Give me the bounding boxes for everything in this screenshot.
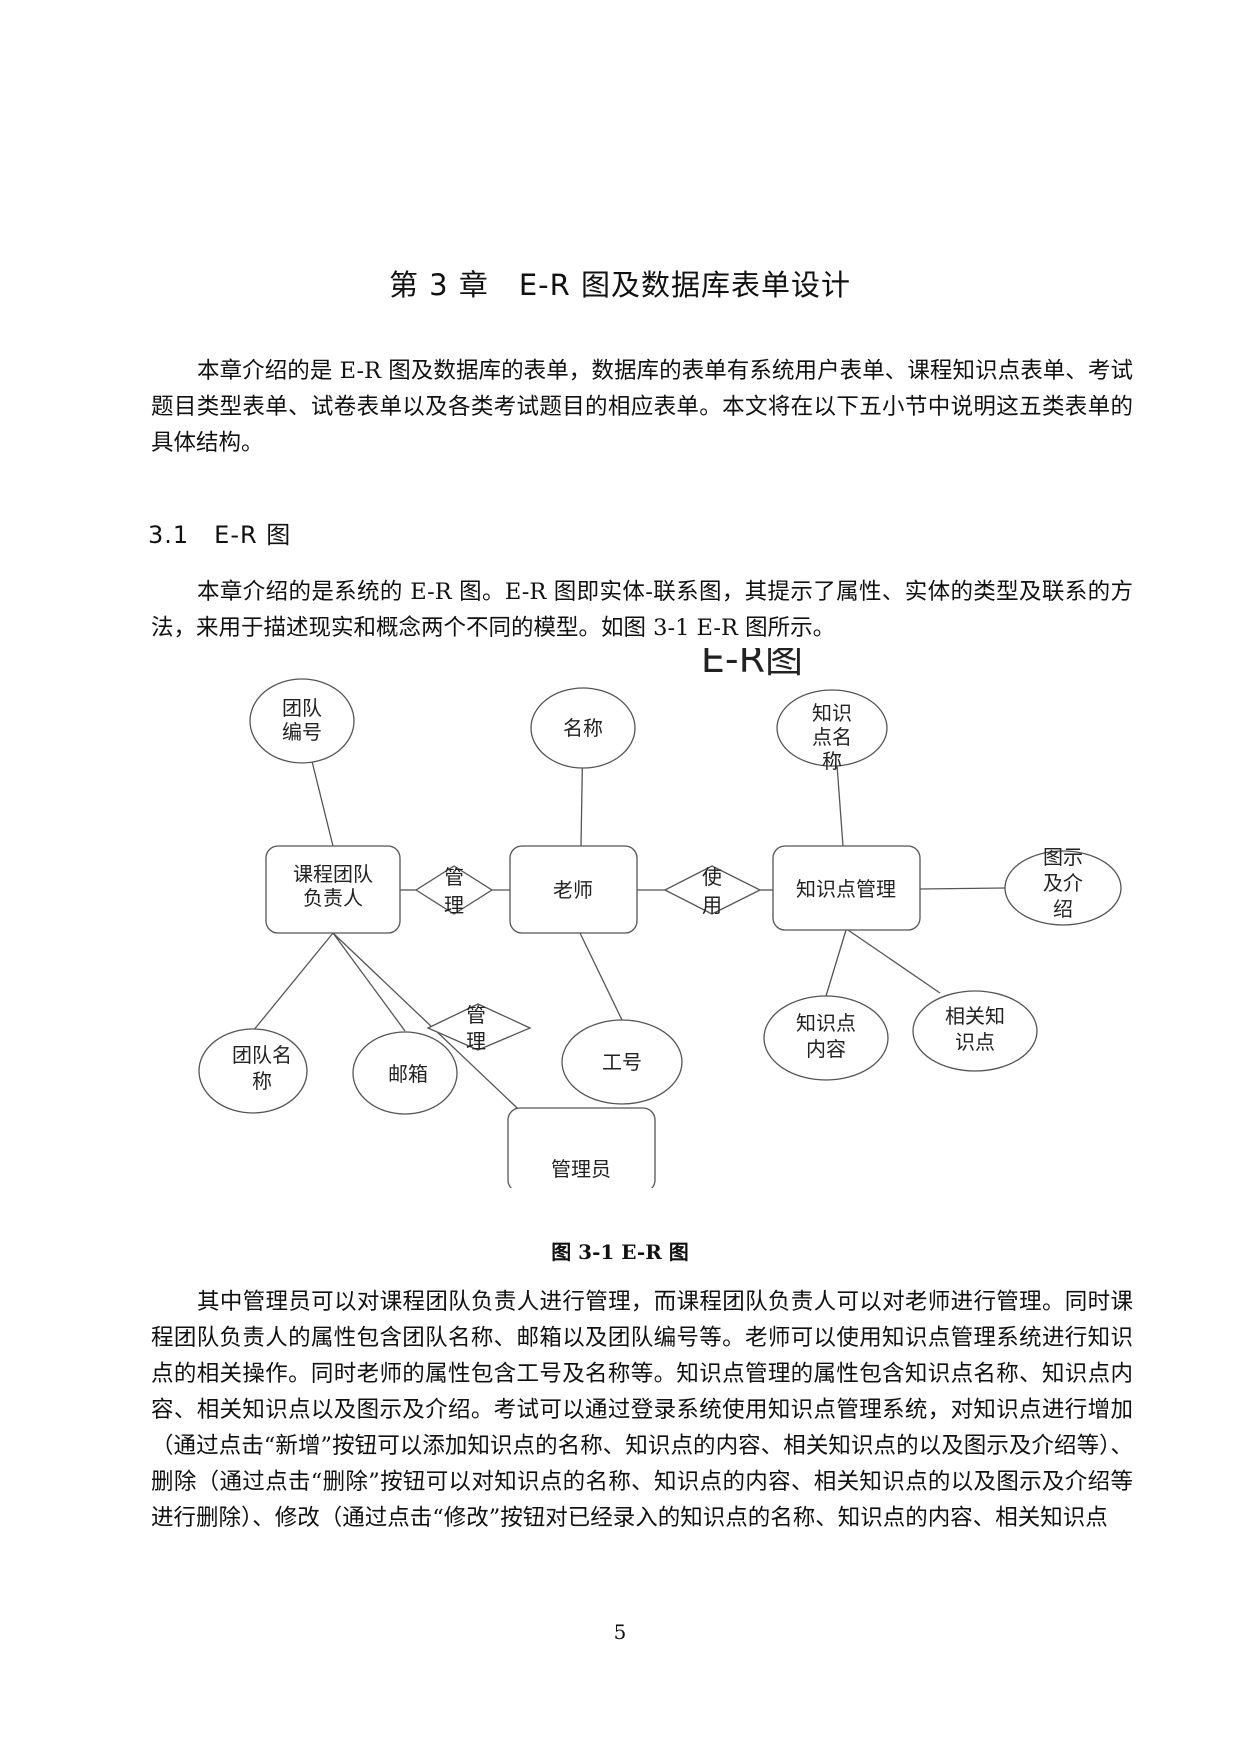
svg-text:名称: 名称 xyxy=(563,716,603,740)
relationship-manage-leader-teacher: 管 理 xyxy=(414,865,494,917)
section-heading: 3.1 E-R 图 xyxy=(148,521,292,549)
figure-caption: 图 3-1 E-R 图 xyxy=(551,1240,689,1264)
attribute-diagram-and-intro: 图示 及介 绍 xyxy=(1004,845,1122,926)
svg-text:课程团队: 课程团队 xyxy=(293,862,373,886)
attribute-knowledge-point-content: 知识点 内容 xyxy=(763,995,889,1081)
intro-paragraph: 本章介绍的是 E-R 图及数据库的表单，数据库的表单有系统用户表单、课程知识点表… xyxy=(151,358,1133,456)
body-paragraph: 其中管理员可以对课程团队负责人进行管理，而课程团队负责人可以对老师进行管理。同时… xyxy=(151,1289,1133,1531)
attribute-email: 邮箱 xyxy=(352,1031,458,1115)
attribute-staff-number: 工号 xyxy=(561,1019,683,1105)
svg-text:编号: 编号 xyxy=(282,720,322,744)
svg-text:内容: 内容 xyxy=(806,1037,846,1061)
attribute-team-number: 团队 编号 xyxy=(249,678,355,764)
svg-text:识点: 识点 xyxy=(955,1030,995,1054)
entity-course-team-leader: 课程团队 负责人 xyxy=(265,845,401,934)
svg-text:老师: 老师 xyxy=(553,878,593,902)
attribute-related-knowledge-points: 相关知 识点 xyxy=(912,990,1038,1072)
svg-text:点名: 点名 xyxy=(812,725,852,749)
section-paragraph: 本章介绍的是系统的 E-R 图。E-R 图即实体-联系图，其提示了属性、实体的类… xyxy=(151,579,1133,641)
svg-text:邮箱: 邮箱 xyxy=(388,1062,428,1086)
svg-text:管: 管 xyxy=(466,1003,486,1027)
svg-text:理: 理 xyxy=(444,893,464,917)
svg-text:图示: 图示 xyxy=(1043,845,1083,869)
svg-text:及介: 及介 xyxy=(1043,871,1083,895)
svg-text:管理员: 管理员 xyxy=(551,1157,611,1181)
svg-text:理: 理 xyxy=(466,1029,486,1053)
svg-text:用: 用 xyxy=(702,893,722,917)
svg-text:称: 称 xyxy=(252,1069,272,1093)
attribute-name: 名称 xyxy=(530,687,636,769)
svg-text:工号: 工号 xyxy=(602,1050,642,1074)
svg-text:知识: 知识 xyxy=(812,701,852,725)
attribute-knowledge-point-name: 知识 点名 称 xyxy=(776,689,888,773)
chapter-title: 第 3 章 E-R 图及数据库表单设计 xyxy=(388,268,852,302)
relationship-manage-admin-leader: 管 理 xyxy=(426,1003,532,1053)
diagram-title: E-R图 xyxy=(701,648,803,681)
svg-text:相关知: 相关知 xyxy=(945,1004,1005,1028)
svg-text:称: 称 xyxy=(822,749,842,773)
entity-teacher: 老师 xyxy=(509,845,638,934)
svg-text:知识点: 知识点 xyxy=(796,1011,856,1035)
attribute-team-name: 团队名 称 xyxy=(198,1028,308,1114)
entity-administrator: 管理员 xyxy=(507,1107,656,1188)
relationship-use: 使 用 xyxy=(663,865,762,917)
page-number: 5 xyxy=(613,1620,627,1644)
svg-text:知识点管理: 知识点管理 xyxy=(796,877,896,901)
svg-text:绍: 绍 xyxy=(1053,897,1073,921)
svg-text:负责人: 负责人 xyxy=(303,886,363,910)
er-diagram: E-R图 课程团队 负责人 老师 知识点管理 管理员 管 理 xyxy=(198,648,1122,1188)
entity-knowledge-management: 知识点管理 xyxy=(772,845,921,931)
svg-text:使: 使 xyxy=(702,865,722,889)
svg-text:团队: 团队 xyxy=(282,696,322,720)
svg-text:团队名: 团队名 xyxy=(232,1043,292,1067)
svg-text:管: 管 xyxy=(444,865,464,889)
